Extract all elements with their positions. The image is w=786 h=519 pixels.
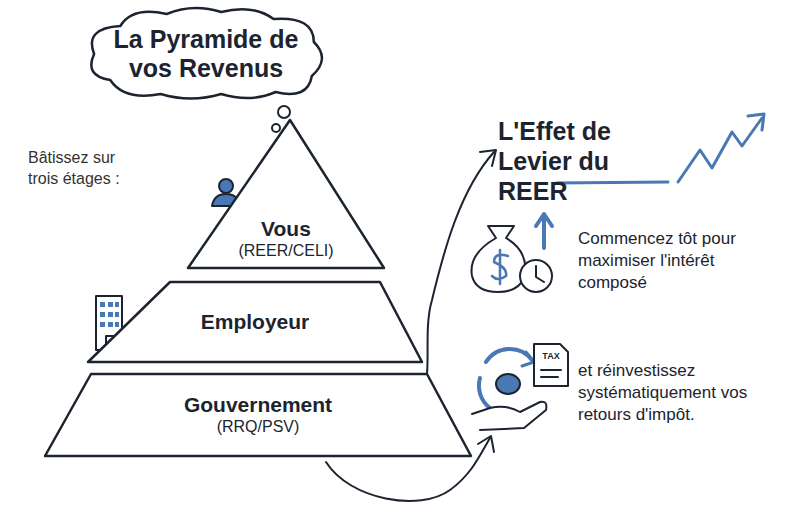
node-subtext: (REER/CELI)	[238, 241, 333, 262]
pyramid-bottom-band: Gouvernement(RRQ/PSV)	[43, 372, 473, 458]
band-outline-path	[188, 120, 384, 268]
node-heading: Employeur	[201, 309, 310, 334]
node-heading: Vous	[261, 216, 311, 241]
pyramid-middle-band: Employeur	[86, 280, 424, 364]
band-outline-path	[45, 374, 471, 456]
thought-cloud: La Pyramide de vos Revenus	[80, 4, 332, 104]
node-heading: Gouvernement	[184, 392, 332, 417]
tip-text: et réinvestissez systématiquement vos re…	[578, 360, 774, 426]
node-heading: La Pyramide de vos Revenus	[102, 25, 310, 83]
tax-tag: TAX	[536, 352, 566, 361]
tip-text: Commencez tôt pour maximiser l'intérêt c…	[578, 228, 778, 294]
intro-note: Bâtissez sur trois étages :	[28, 148, 148, 190]
section-heading: L'Effet de Levier du REER	[498, 116, 678, 206]
node-subtext: (RRQ/PSV)	[217, 417, 300, 438]
pyramid-top-band: Vous(REER/CELI)	[186, 118, 386, 270]
band-outline-path	[88, 282, 422, 362]
band-outline-path	[91, 8, 322, 99]
